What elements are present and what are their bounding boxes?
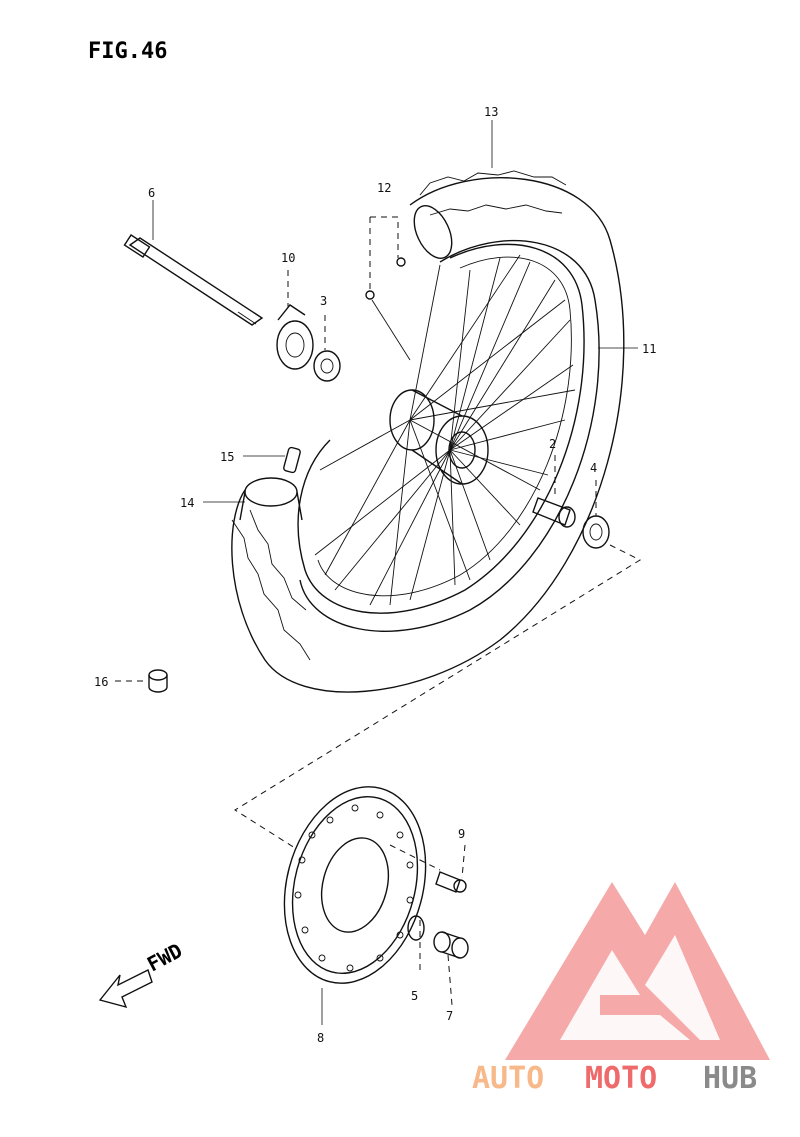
- callout-4: 4: [590, 461, 597, 475]
- watermark-hub: HUB: [703, 1061, 757, 1096]
- figure-title: FIG.46: [88, 39, 167, 64]
- watermark-auto: AUTO: [472, 1061, 544, 1096]
- callout-labels: 13 12 6 10 3 11 2 4 15 14 16 9 5 7 8: [94, 105, 656, 1045]
- forward-direction-arrow: FWD: [98, 938, 186, 1009]
- leader-lines: [152, 120, 638, 1025]
- callout-15: 15: [220, 450, 234, 464]
- wheel-assembly: [231, 170, 625, 693]
- speedometer-gearbox-part-10: [276, 304, 314, 370]
- watermark-text: AUTO MOTO HUB: [472, 1061, 757, 1096]
- washer-part-5: [407, 915, 425, 941]
- valve-part-15: [283, 446, 301, 474]
- watermark-logo: [505, 882, 770, 1060]
- spoke-nipples-part-12: [365, 257, 411, 361]
- callout-2: 2: [549, 437, 556, 451]
- axle-part-6: [123, 234, 264, 326]
- callout-3: 3: [320, 294, 327, 308]
- collar-part-7: [433, 931, 469, 959]
- watermark-moto: MOTO: [585, 1061, 657, 1096]
- callout-11: 11: [642, 342, 656, 356]
- callout-13: 13: [484, 105, 498, 119]
- brake-disc-part-8: [283, 786, 427, 984]
- bearing-part-3: [313, 350, 341, 382]
- callout-7: 7: [446, 1009, 453, 1023]
- cap-part-16: [148, 669, 168, 693]
- assembly-lines: [115, 216, 642, 1006]
- callout-5: 5: [411, 989, 418, 1003]
- callout-6: 6: [148, 186, 155, 200]
- bolt-part-9: [435, 871, 467, 893]
- callout-16: 16: [94, 675, 108, 689]
- fwd-label: FWD: [143, 938, 186, 976]
- spacer-part-2: [532, 497, 576, 528]
- callout-14: 14: [180, 496, 194, 510]
- callout-10: 10: [281, 251, 295, 265]
- callout-8: 8: [317, 1031, 324, 1045]
- callout-9: 9: [458, 827, 465, 841]
- callout-12: 12: [377, 181, 391, 195]
- bearing-part-4: [582, 515, 610, 549]
